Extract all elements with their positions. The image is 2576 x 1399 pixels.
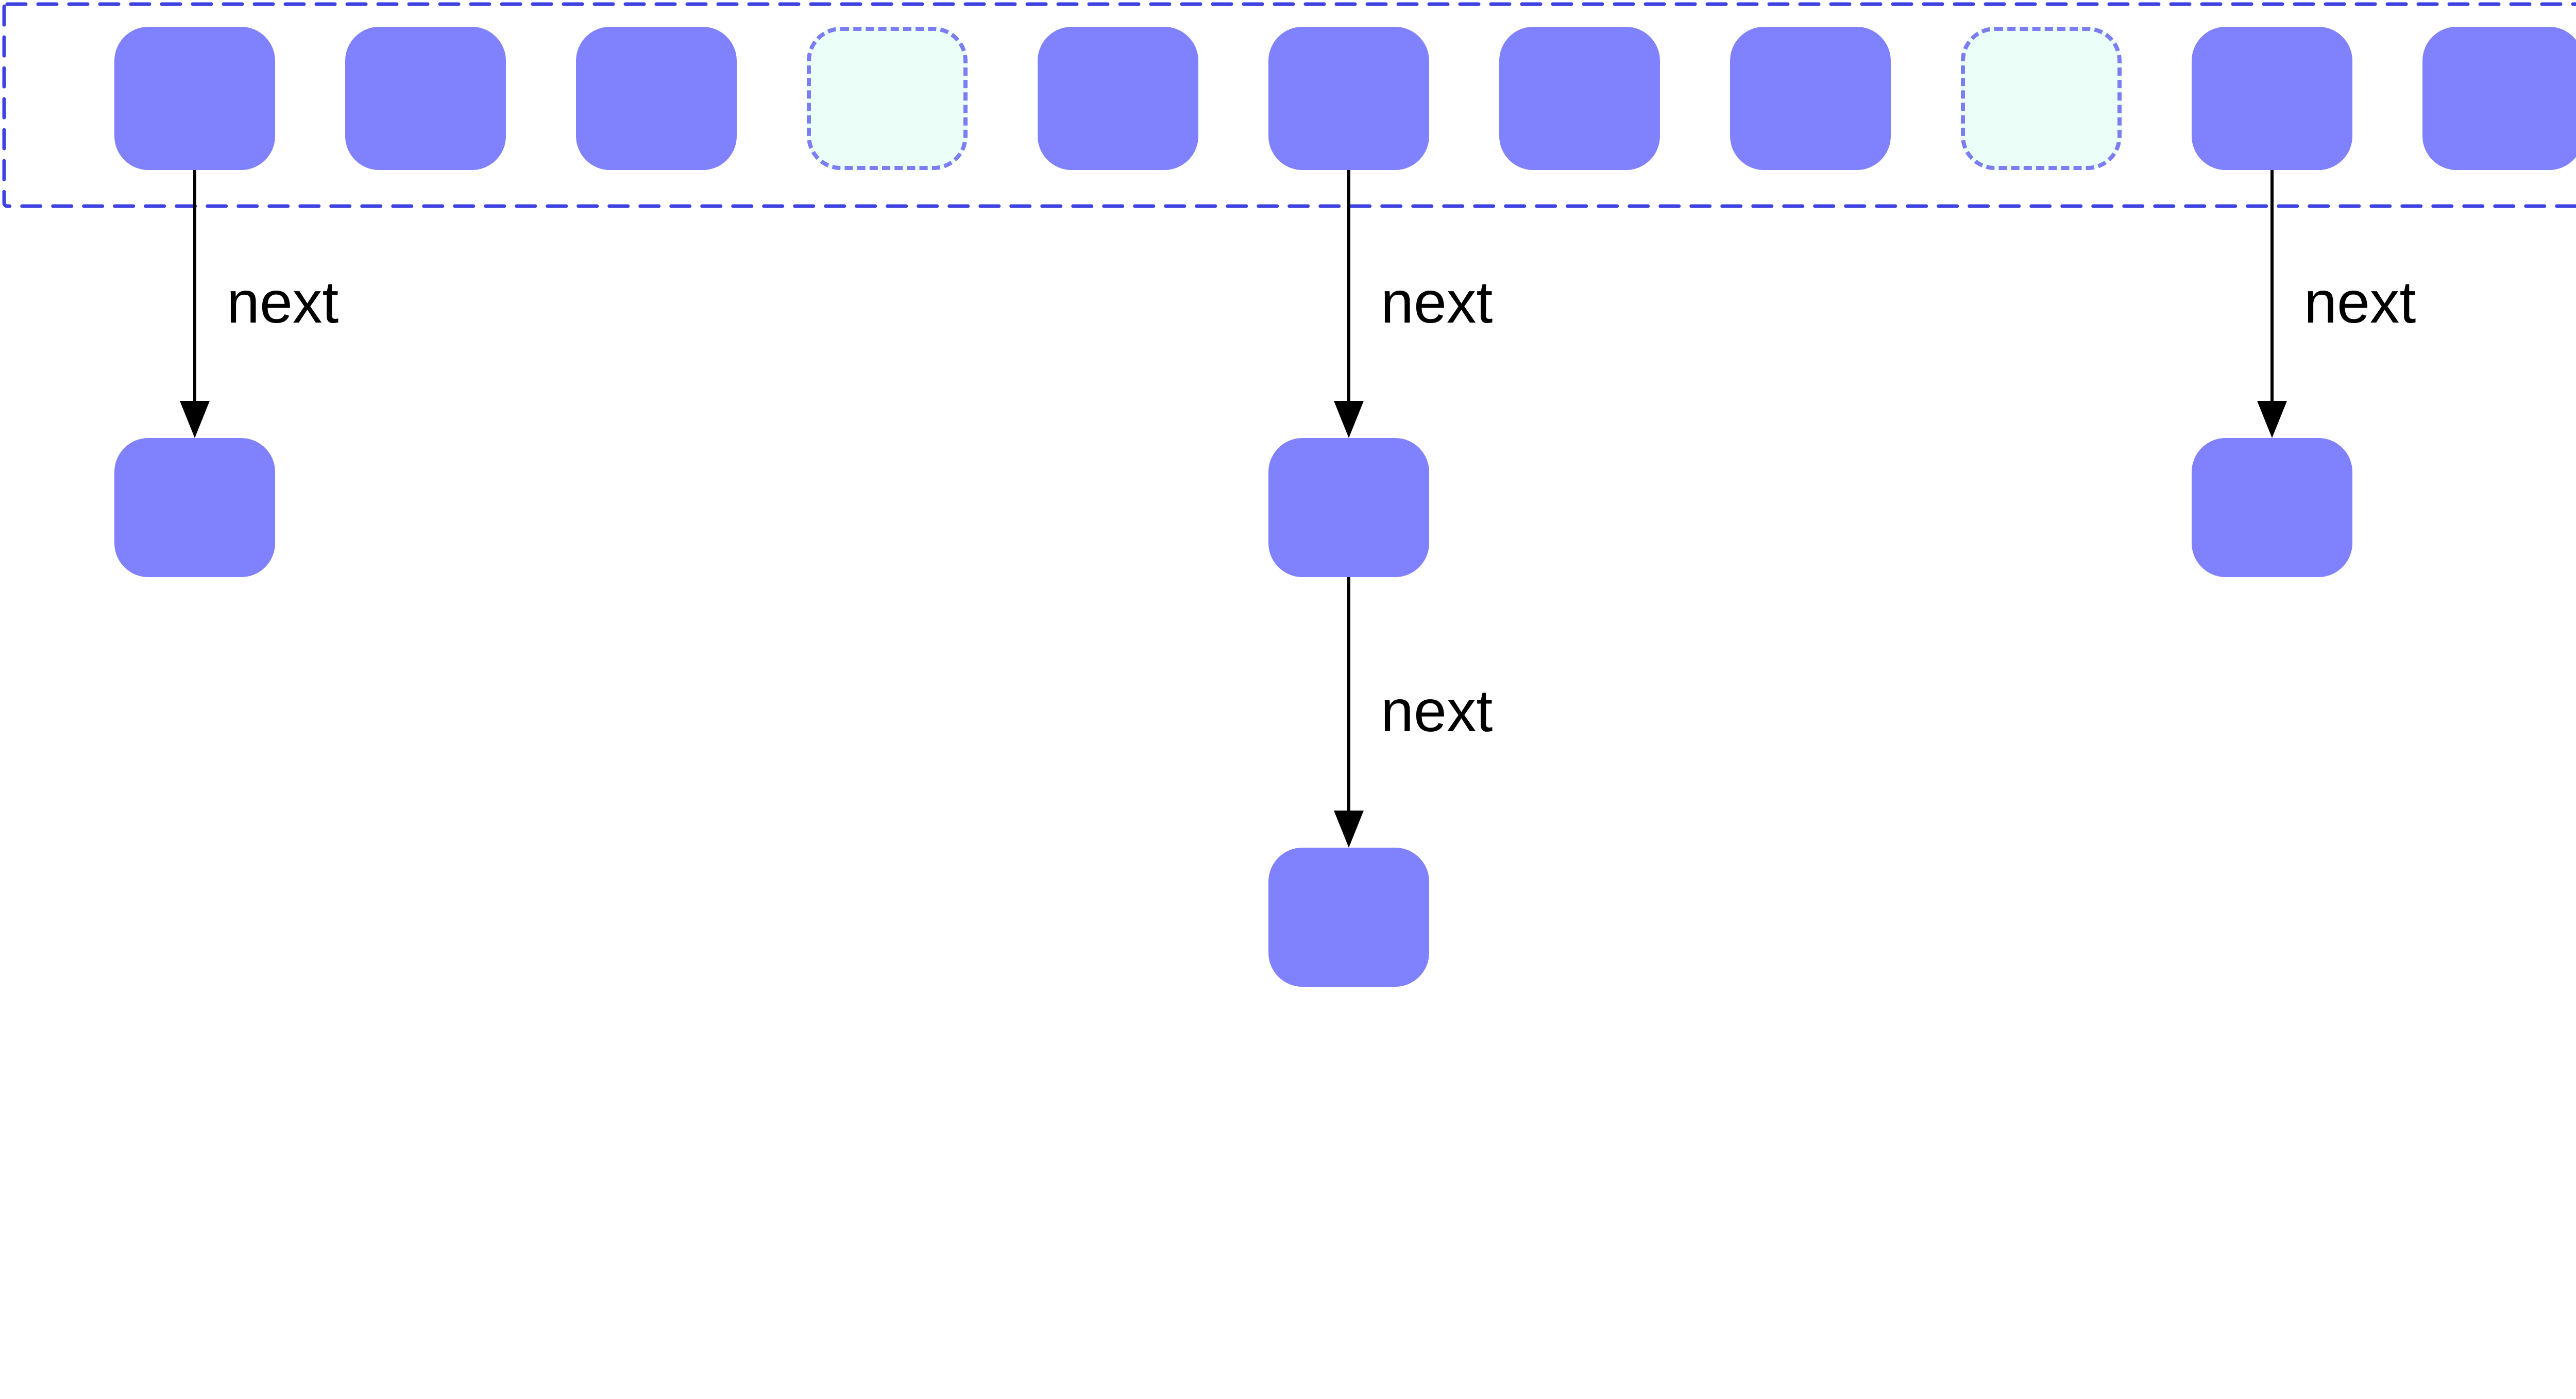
- bucket-cell-filled: [1268, 27, 1429, 170]
- next-pointer-arrow-line: [1347, 577, 1350, 816]
- list-node: [2192, 438, 2352, 577]
- bucket-cell-filled: [345, 27, 506, 170]
- next-pointer-arrow-line: [2270, 170, 2274, 406]
- bucket-cell-empty: [1961, 27, 2122, 170]
- edge-label-next: next: [1381, 678, 1493, 744]
- bucket-cell-filled: [1499, 27, 1660, 170]
- list-node: [1268, 438, 1429, 577]
- arrow-head-icon: [1334, 401, 1364, 438]
- bucket-cell-empty: [807, 27, 968, 170]
- next-pointer-arrow-line: [1347, 170, 1350, 406]
- arrow-head-icon: [180, 401, 210, 438]
- next-pointer-arrow-line: [193, 170, 196, 406]
- bucket-cell-filled: [2192, 27, 2352, 170]
- bucket-cell-filled: [1038, 27, 1198, 170]
- arrow-head-icon: [2257, 401, 2287, 438]
- bucket-cell-filled: [114, 27, 275, 170]
- edge-label-next: next: [227, 269, 339, 335]
- bucket-cell-filled: [1730, 27, 1891, 170]
- edge-label-next: next: [1381, 269, 1493, 335]
- list-node: [114, 438, 275, 577]
- arrow-head-icon: [1334, 811, 1364, 848]
- list-node: [1268, 848, 1429, 987]
- bucket-cell-filled: [2422, 27, 2576, 170]
- edge-label-next: next: [2304, 269, 2416, 335]
- bucket-cell-filled: [576, 27, 737, 170]
